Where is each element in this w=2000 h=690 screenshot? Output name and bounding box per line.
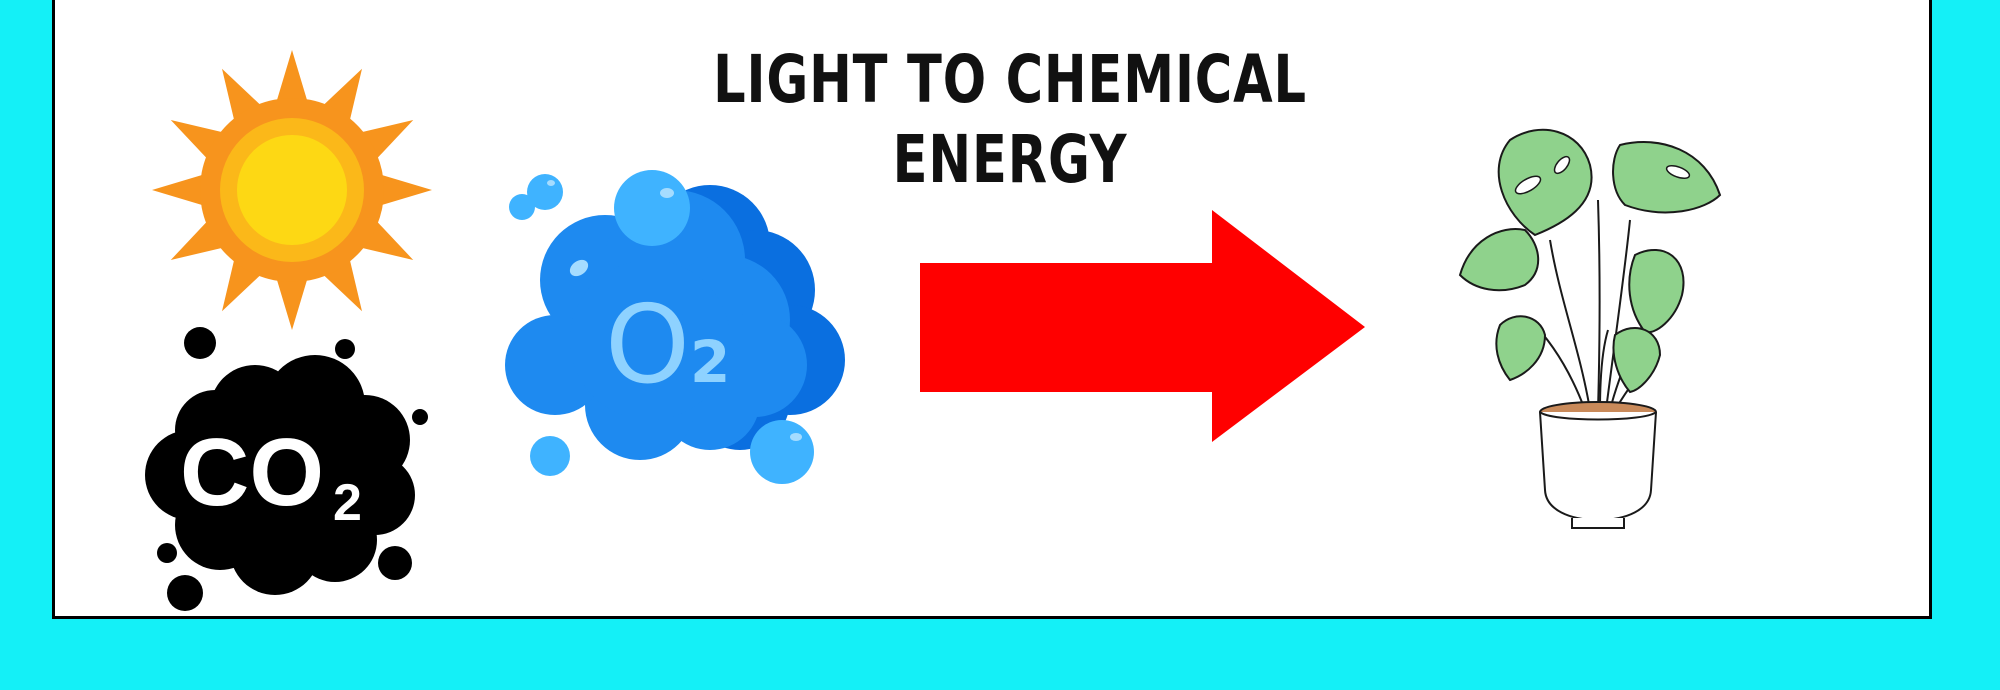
co2-label: CO: [180, 419, 324, 526]
o2-label: O: [605, 283, 690, 408]
sun-icon: [152, 50, 432, 330]
arrow-icon: [920, 210, 1365, 442]
o2-subscript: 2: [690, 328, 730, 396]
diagram-title: LIGHT TO CHEMICAL ENERGY: [713, 41, 1307, 198]
co2-cloud-icon: CO 2: [145, 327, 428, 611]
o2-cloud-icon: O 2: [505, 170, 845, 484]
co2-subscript: 2: [333, 474, 362, 532]
plant-icon: [1458, 128, 1722, 529]
